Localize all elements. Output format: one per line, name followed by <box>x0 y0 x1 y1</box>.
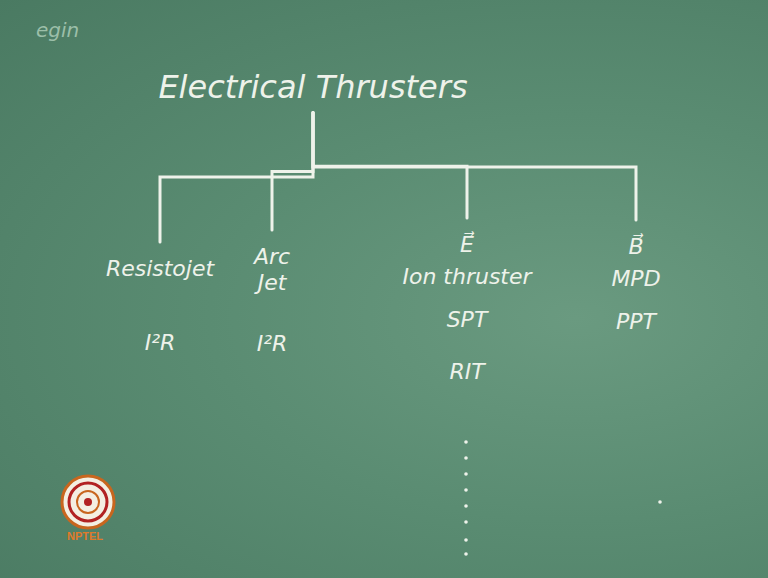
nptel-logo <box>62 476 114 528</box>
branch-item: SPT <box>447 307 488 333</box>
branch-title: Electrical Thrusters <box>158 68 467 106</box>
tree-node: Electrical Thrusters <box>158 68 467 106</box>
erased-text: egin <box>36 18 79 42</box>
branch-item: I²R <box>145 330 176 356</box>
branch-title: Arc Jet <box>249 244 295 297</box>
branch-title: Resistojet <box>106 256 214 282</box>
tree-branch <box>160 112 313 242</box>
tree-node: E⃗ Ion thrusterSPT RIT <box>402 232 531 386</box>
logo-text: NPTEL <box>67 530 103 542</box>
tree-branch <box>313 112 467 218</box>
tree-node: B⃗ MPD PPT <box>611 234 660 335</box>
branch-item: PPT <box>616 309 656 335</box>
branch-item: Ion thruster <box>402 264 531 290</box>
branch-title: B⃗ <box>628 234 643 260</box>
branch-title: E⃗ <box>460 232 474 258</box>
tree-node: ResistojetI²R <box>106 256 214 357</box>
ellipsis-dots <box>464 440 662 556</box>
tree-node: Arc JetI²R <box>249 244 295 357</box>
branch-item: RIT <box>449 359 484 385</box>
branch-item: MPD <box>611 266 660 292</box>
branch-item: I²R <box>257 331 288 357</box>
tree-branch <box>313 112 636 220</box>
tree-branch <box>272 112 313 230</box>
